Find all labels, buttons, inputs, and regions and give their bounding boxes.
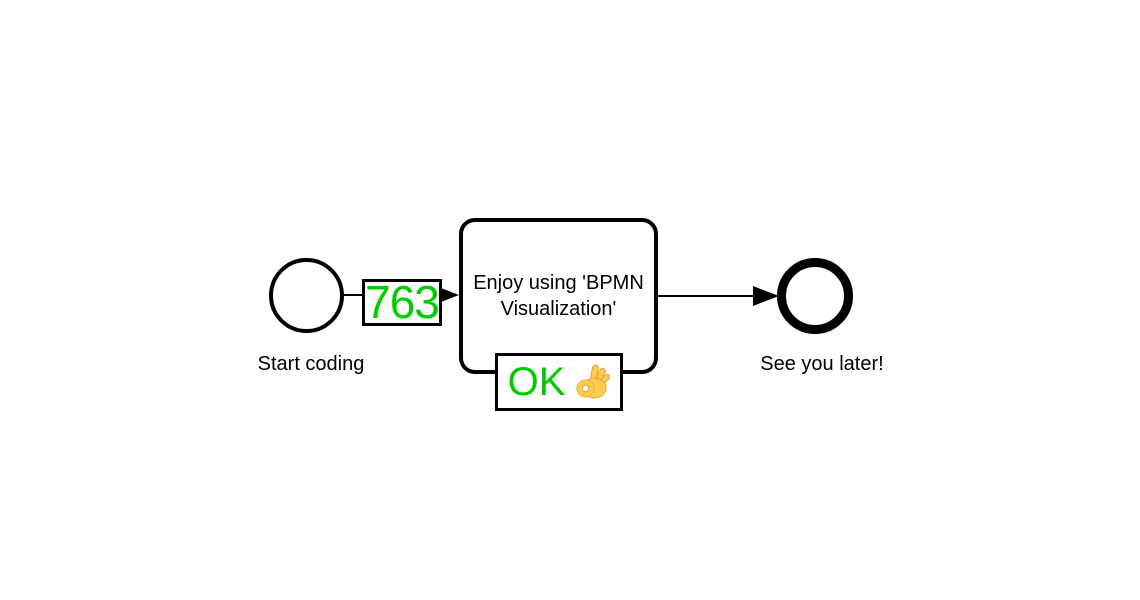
task-status-badge: OK [495,353,623,411]
task-label-line2: Visualization' [500,298,617,320]
start-event-label: Start coding [257,353,365,375]
start-event-circle[interactable] [269,258,344,333]
flow-counter-value: 763 [365,276,440,328]
task-node[interactable]: Enjoy using 'BPMN Visualization' [459,218,658,374]
end-event-circle[interactable] [777,258,853,334]
sequence-flow-task-to-end [658,286,779,306]
ok-hand-emoji-icon [576,364,611,399]
task-label-line1: Enjoy using 'BPMN [473,272,644,294]
end-event-label: See you later! [760,353,884,375]
arrowhead-icon [753,286,779,306]
task-label: Enjoy using 'BPMN Visualization' [473,270,644,322]
flow-counter-badge: 763 [362,279,442,326]
task-status-text: OK [507,360,566,404]
arrowhead-icon [441,288,459,302]
